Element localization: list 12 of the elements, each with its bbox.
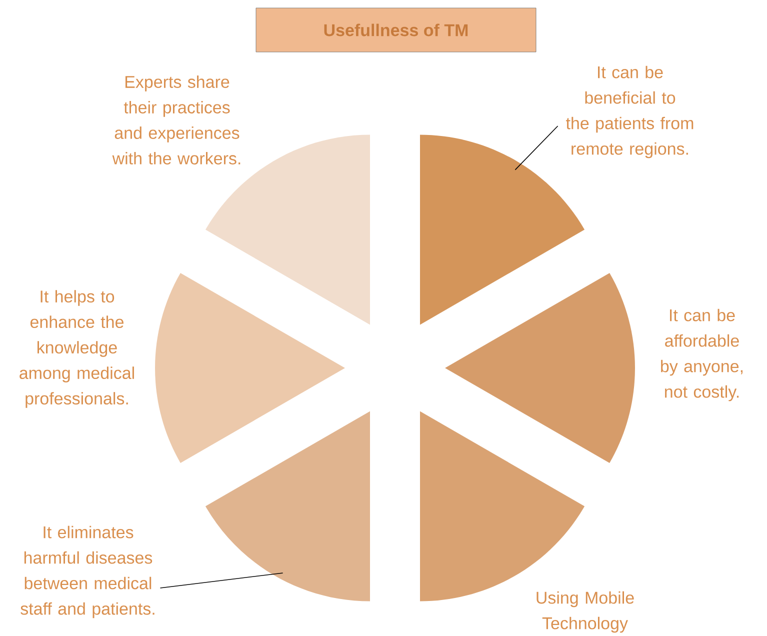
text-label: Experts share their practices and experiences with the workers. [112, 76, 240, 164]
pie-sector [205, 411, 370, 602]
text-label: It helps to enhance the knowledge among medical professionals. [20, 290, 134, 408]
leader-line [514, 126, 558, 170]
text-label: It eliminates harmful diseases between medical staff and patients. [20, 526, 154, 618]
text-label: It can be beneficial to the patients from remote regions. [566, 66, 694, 158]
text-label: It can be affordable by anyone, not costly. [661, 308, 743, 402]
title-box: Usefullness of TM [256, 8, 536, 52]
text-label: Using Mobile Technology [536, 591, 634, 633]
pie-sector [445, 273, 635, 463]
leader-line [160, 572, 284, 588]
pie-sector [155, 273, 345, 463]
